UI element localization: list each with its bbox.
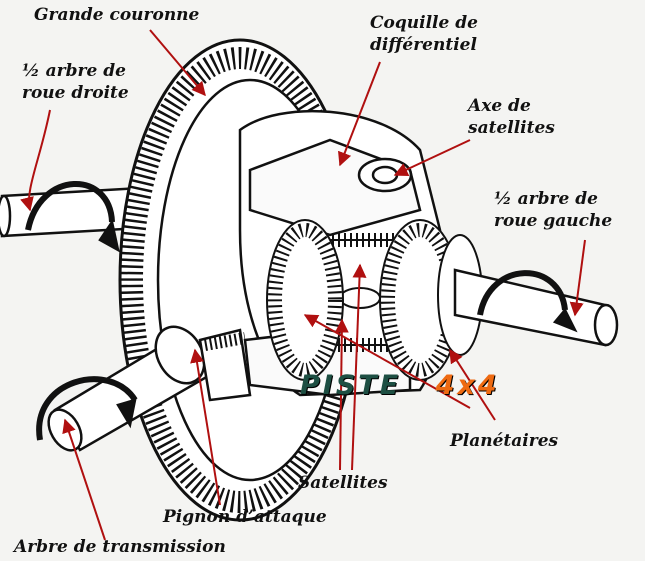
- watermark-logo: PISTE 4x4: [300, 370, 500, 401]
- label-coquille: Coquille de différentiel: [370, 12, 478, 56]
- label-coquille-line1: Coquille de: [370, 13, 478, 33]
- drive-pinion-shaft: [36, 325, 252, 452]
- right-half-shaft: [0, 181, 142, 253]
- label-demi-arbre-gauche-line2: roue gauche: [494, 211, 613, 231]
- watermark-piste: PISTE: [300, 370, 402, 401]
- label-demi-arbre-gauche-line1: ½ arbre de: [494, 189, 598, 209]
- label-planetaires: Planétaires: [450, 431, 559, 451]
- label-axe-satellites: Axe de satellites: [468, 95, 555, 139]
- label-axe-satellites-line2: satellites: [468, 118, 555, 138]
- label-pignon-attaque: Pignon d’attaque: [163, 507, 327, 527]
- label-grande-couronne: Grande couronne: [34, 5, 200, 25]
- side-gears: [266, 219, 483, 381]
- label-demi-arbre-droit-line2: roue droite: [22, 83, 129, 103]
- leader-lines: [20, 29, 586, 541]
- label-demi-arbre-gauche: ½ arbre de roue gauche: [494, 188, 612, 232]
- label-demi-arbre-droit-line1: ½ arbre de: [22, 61, 126, 81]
- label-arbre-transmission: Arbre de transmission: [14, 537, 226, 557]
- label-demi-arbre-droit: ½ arbre de roue droite: [22, 60, 129, 104]
- label-satellites: Satellites: [298, 473, 388, 493]
- label-axe-satellites-line1: Axe de: [468, 96, 531, 116]
- left-half-shaft: [453, 268, 619, 347]
- watermark-4x4: 4x4: [435, 370, 500, 401]
- label-coquille-line2: différentiel: [370, 35, 477, 55]
